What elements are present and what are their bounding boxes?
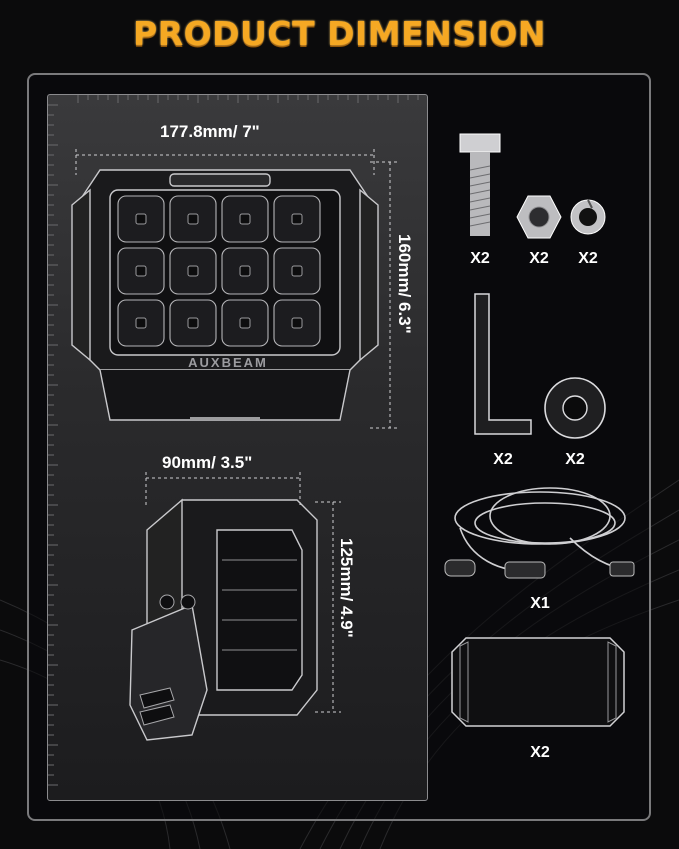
hex-key-qty: X2: [493, 451, 513, 468]
flat-washer-qty: X2: [565, 451, 585, 468]
nut-qty: X2: [529, 250, 549, 267]
width-label: 177.8mm/ 7": [160, 122, 260, 141]
wiring-harness-qty: X1: [530, 595, 550, 612]
horizontal-ruler: [77, 95, 419, 103]
page-title: PRODUCT DIMENSION: [133, 14, 546, 53]
width-dimension-line: [75, 149, 375, 175]
spring-washer-icon: [570, 199, 606, 235]
light-cover-qty: X2: [530, 744, 550, 761]
depth-label: 90mm/ 3.5": [162, 453, 253, 472]
nut-icon: [516, 195, 562, 239]
hex-key-icon: [474, 293, 532, 435]
flat-washer-icon: [544, 377, 606, 439]
vertical-ruler: [48, 104, 58, 786]
side-view-light: [129, 498, 318, 741]
depth-dimension-line: [145, 472, 301, 506]
bolt-qty: X2: [470, 250, 490, 267]
side-height-dimension-line: [315, 501, 341, 713]
wiring-harness-icon: [444, 487, 635, 579]
brand-label: AUXBEAM: [188, 355, 268, 370]
spring-washer-qty: X2: [578, 250, 598, 267]
height-label: 160mm/ 6.3": [395, 234, 414, 334]
side-height-label: 125mm/ 4.9": [337, 538, 356, 638]
front-view-light: [71, 169, 379, 421]
light-cover-icon: [451, 637, 625, 727]
bolt-icon: [459, 133, 501, 236]
height-dimension-line: [370, 161, 398, 429]
